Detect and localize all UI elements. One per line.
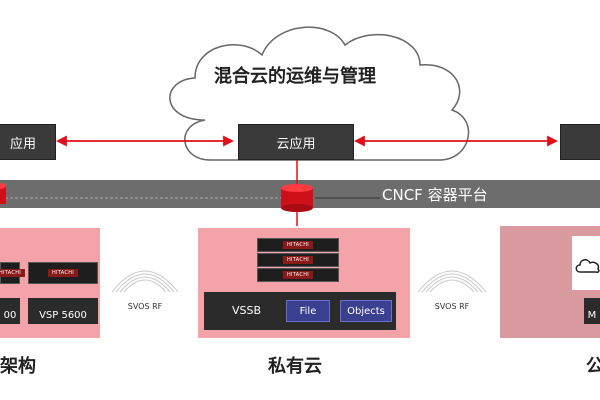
app-box-center-label: 云应用 — [276, 136, 316, 152]
left-storage-unit-a: HITACHI — [0, 262, 26, 284]
vsp-5600-label: VSP 5600 — [39, 310, 87, 321]
app-box-center: 云应用 — [238, 124, 354, 160]
app-connector-right — [353, 135, 559, 147]
svos-rf-arc-right — [417, 270, 487, 293]
objects-label: Objects — [347, 305, 385, 317]
private-server-unit-3: HITACHI — [257, 268, 339, 282]
app-box-left-label: 应用 — [9, 136, 36, 152]
svos-rf-label-right: SVOS RF — [434, 302, 470, 311]
hitachi-badge: HITACHI — [282, 271, 314, 279]
hitachi-badge: HITACHI — [47, 269, 79, 277]
svos-rf-label-left: SVOS RF — [127, 302, 163, 311]
vssb-label: VSSB — [232, 304, 262, 317]
left-storage-unit-b: HITACHI — [28, 262, 98, 284]
public-cloud-section-label: 公 — [586, 356, 600, 377]
hitachi-badge: HITACHI — [282, 241, 314, 249]
cloud-icon — [575, 259, 600, 273]
cloud-title: 混合云的运维与管理 — [214, 66, 376, 87]
left-storage-box-a: 00 — [0, 298, 20, 324]
vssb-bar: VSSB File Objects — [204, 292, 396, 330]
public-cloud-box-label: M — [587, 310, 597, 321]
private-server-unit-1: HITACHI — [257, 238, 339, 252]
left-storage-box-a-label: 00 — [3, 310, 17, 321]
app-box-left: 应用 — [0, 124, 56, 160]
app-connector-left — [55, 135, 235, 147]
private-server-unit-2: HITACHI — [257, 253, 339, 267]
private-cloud-section-label: 私有云 — [268, 356, 322, 377]
public-cloud-box: M — [584, 298, 600, 324]
red-cylinder-left — [0, 183, 6, 204]
svos-rf-arc-left — [111, 270, 179, 293]
file-box: File — [286, 300, 330, 322]
objects-box: Objects — [340, 300, 392, 322]
app-box-right — [560, 124, 600, 160]
hitachi-badge: HITACHI — [282, 256, 314, 264]
red-cylinder-center — [281, 184, 313, 212]
vsp-5600-box: VSP 5600 — [28, 298, 98, 324]
file-label: File — [299, 305, 317, 317]
left-section-label: 构架构 — [0, 356, 36, 377]
cncf-label: CNCF 容器平台 — [382, 186, 488, 204]
hitachi-badge: HITACHI — [0, 269, 26, 277]
